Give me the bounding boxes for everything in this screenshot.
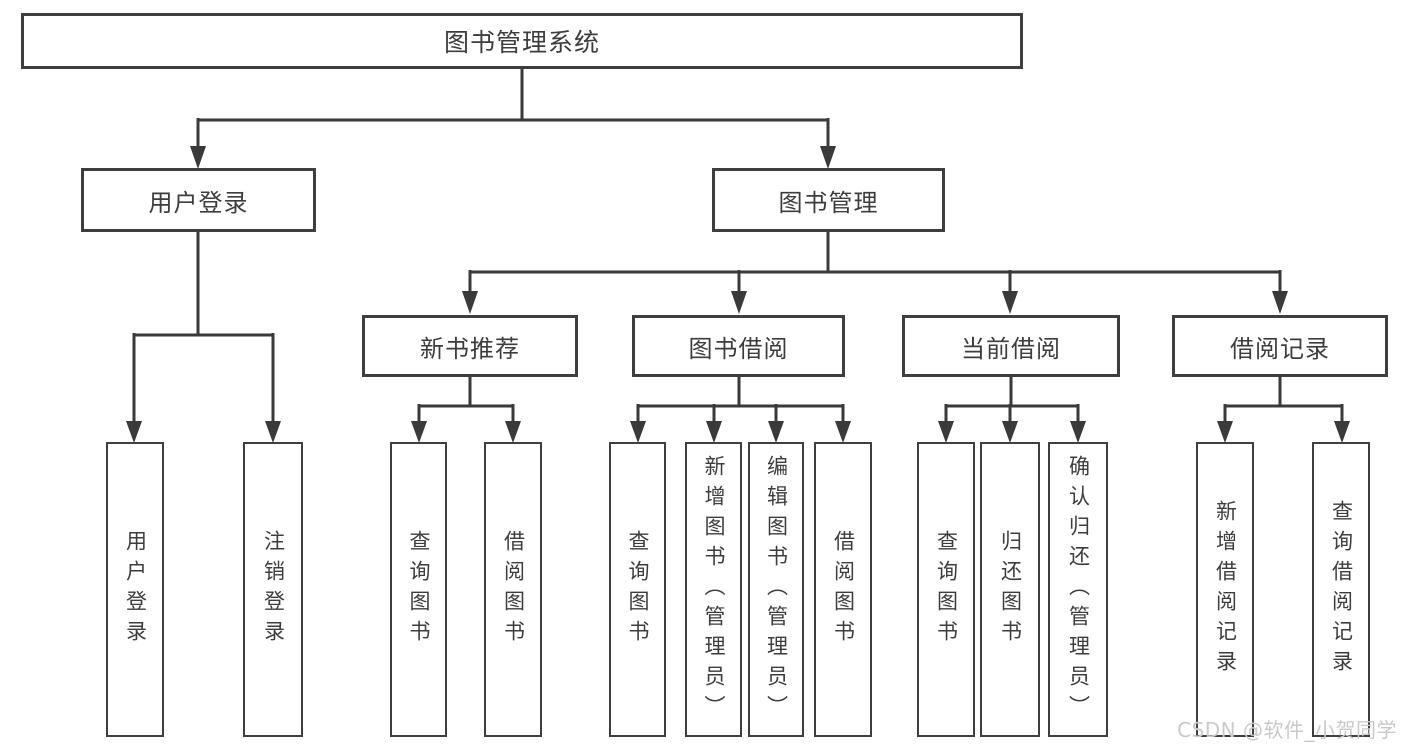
leaf-return-books: 归还图书 <box>980 442 1040 737</box>
leaf-label: 注销登录 <box>261 529 286 650</box>
leaf-label: 新增借阅记录 <box>1213 499 1238 680</box>
leaf-borrow-books-recommend: 借阅图书 <box>484 442 542 737</box>
leaf-borrow-books: 借阅图书 <box>814 442 872 737</box>
watermark: CSDN @软件_小贺同学 <box>1177 718 1397 742</box>
leaf-query-borrow-record: 查询借阅记录 <box>1312 442 1370 737</box>
leaf-user-login: 用户登录 <box>106 442 164 737</box>
leaf-label: 查询图书 <box>407 529 431 650</box>
leaf-label: 借阅图书 <box>501 529 526 650</box>
node-book-borrowing: 图书借阅 <box>632 315 845 377</box>
leaf-label: 借阅图书 <box>831 529 856 650</box>
leaf-query-books-borrow: 查询图书 <box>609 442 666 737</box>
node-new-book-recommendation: 新书推荐 <box>362 315 578 377</box>
leaf-label: 查询图书 <box>934 529 959 650</box>
leaf-label: 用户登录 <box>123 529 148 650</box>
leaf-label: 查询图书 <box>626 529 650 650</box>
leaf-label: 归还图书 <box>998 529 1023 650</box>
leaf-add-borrow-record: 新增借阅记录 <box>1196 442 1254 737</box>
leaf-add-book-admin: 新增图书（管理员） <box>685 442 742 737</box>
leaf-label: 确认归还（管理员） <box>1066 454 1091 725</box>
leaf-logout: 注销登录 <box>243 442 303 737</box>
leaf-label: 查询借阅记录 <box>1329 499 1354 680</box>
node-borrowing-records: 借阅记录 <box>1172 315 1388 377</box>
leaf-confirm-return-admin: 确认归还（管理员） <box>1048 442 1108 737</box>
leaf-label: 编辑图书（管理员） <box>764 454 789 725</box>
leaf-query-books-current: 查询图书 <box>917 442 975 737</box>
leaf-query-books-recommend: 查询图书 <box>390 442 447 737</box>
leaf-label: 新增图书（管理员） <box>702 454 726 725</box>
node-book-management: 图书管理 <box>712 168 945 232</box>
node-current-borrowing: 当前借阅 <box>902 315 1120 377</box>
node-library-management-system: 图书管理系统 <box>21 13 1023 69</box>
node-user-login: 用户登录 <box>81 168 316 232</box>
leaf-edit-book-admin: 编辑图书（管理员） <box>748 442 804 737</box>
